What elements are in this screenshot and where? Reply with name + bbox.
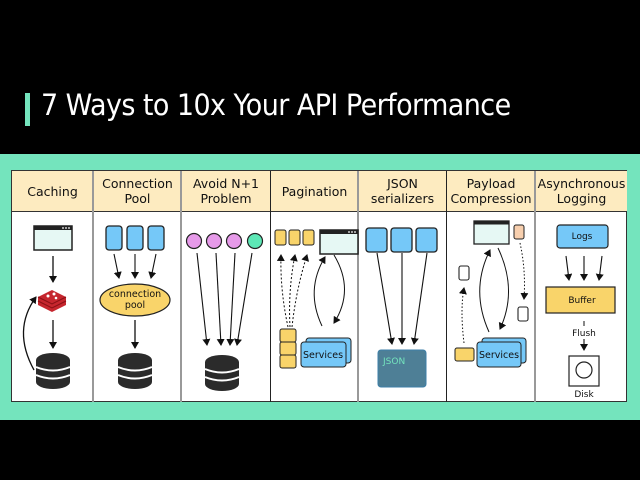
column-divider bbox=[446, 171, 447, 402]
column-header-label: Pagination bbox=[281, 183, 348, 199]
column-header-label: Avoid N+1 Problem bbox=[192, 176, 260, 206]
column-header-json-serializers: JSON serializers bbox=[359, 171, 446, 212]
column-divider bbox=[92, 171, 94, 402]
column-header-label: Payload Compression bbox=[450, 176, 532, 206]
column-divider bbox=[180, 171, 182, 402]
column-divider bbox=[534, 171, 536, 402]
column-header-async-logging: Asynchronous Logging bbox=[536, 171, 627, 212]
column-header-label: Caching bbox=[27, 183, 78, 199]
title-bar: 7 Ways to 10x Your API Performance bbox=[0, 85, 640, 131]
techniques-table: Caching Connection Pool Avoid N+1 Proble… bbox=[11, 170, 627, 402]
column-header-label: Connection Pool bbox=[102, 176, 173, 206]
column-header-label: JSON serializers bbox=[370, 176, 435, 206]
column-header-label: Asynchronous Logging bbox=[537, 176, 626, 206]
column-header-caching: Caching bbox=[12, 171, 93, 212]
column-divider bbox=[357, 171, 359, 402]
column-header-pagination: Pagination bbox=[271, 171, 358, 212]
column-divider bbox=[270, 171, 271, 402]
title-accent-bar bbox=[25, 93, 30, 126]
column-header-avoid-n-plus-1: Avoid N+1 Problem bbox=[182, 171, 270, 212]
column-header-payload-compression: Payload Compression bbox=[447, 171, 535, 212]
column-header-connection-pool: Connection Pool bbox=[94, 171, 181, 212]
page-title: 7 Ways to 10x Your API Performance bbox=[41, 88, 511, 122]
